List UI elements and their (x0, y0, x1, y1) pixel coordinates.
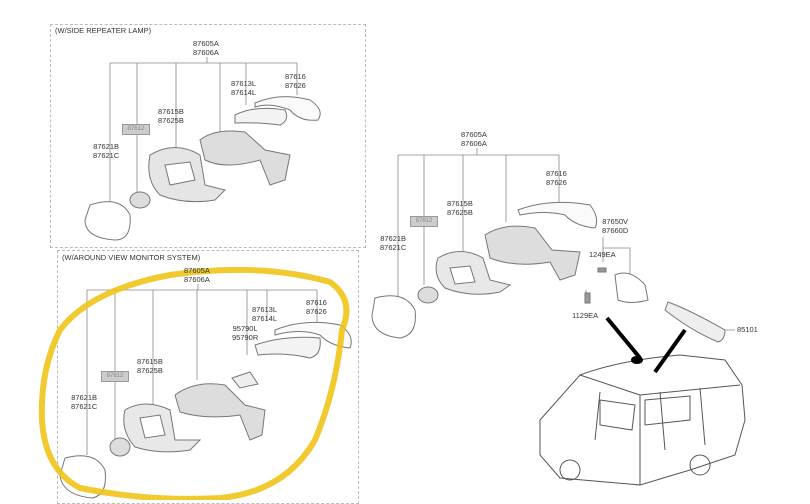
label-actuator-tag[interactable]: 87612 (410, 216, 438, 227)
label-cover[interactable]: 87616 87626 (285, 72, 306, 90)
label-assembly[interactable]: 87605A 87606A (184, 266, 210, 284)
label-cover[interactable]: 87616 87626 (306, 298, 327, 316)
panel2-parts (59, 321, 352, 499)
highlight-circle (38, 266, 350, 500)
label-screw-1129ea[interactable]: 1129EA (572, 311, 599, 320)
label-glass[interactable]: 87621B 87621C (71, 393, 98, 411)
repeater-lamp (254, 336, 321, 359)
screw (597, 267, 607, 273)
main-parts (371, 201, 726, 343)
cover-inner (614, 272, 649, 303)
inside-mirror (664, 301, 726, 343)
label-assembly[interactable]: 87605A 87606A (193, 39, 219, 57)
label-housing[interactable]: 87615B 87625B (447, 199, 473, 217)
label-cover[interactable]: 87616 87626 (546, 169, 567, 187)
label-actuator-tag[interactable]: 87612 (122, 124, 150, 135)
mirror-location-marker (631, 356, 643, 364)
label-repeater-lamp[interactable]: 87613L 87614L (252, 305, 278, 323)
mirror-body (199, 130, 291, 186)
actuator (129, 191, 151, 209)
screw (584, 292, 591, 304)
side-repeater-title: (W/SIDE REPEATER LAMP) (55, 26, 152, 35)
mirror-glass (371, 295, 416, 339)
label-repeater-lamp[interactable]: 87613L 87614L (231, 79, 257, 97)
vehicle-illustration (539, 354, 746, 486)
label-inside-mirror[interactable]: 85101 (737, 325, 758, 334)
label-housing[interactable]: 87615B 87625B (137, 357, 163, 375)
mirror-cover (274, 321, 352, 349)
label-glass[interactable]: 87621B 87621C (93, 142, 120, 160)
mirror-cover (254, 96, 321, 121)
callout-arrows (605, 316, 687, 374)
actuator (417, 286, 439, 304)
around-view-title: (W/AROUND VIEW MONITOR SYSTEM) (62, 253, 201, 262)
repeater-lamp (234, 107, 288, 126)
label-cover-inner[interactable]: 87650V 87660D (602, 217, 629, 235)
camera (231, 371, 259, 389)
actuator (109, 437, 131, 457)
mirror-body (484, 225, 581, 281)
label-screw-1249ea[interactable]: 1249EA (589, 250, 616, 259)
label-assembly[interactable]: 87605A 87606A (461, 130, 487, 148)
label-glass[interactable]: 87621B 87621C (380, 234, 407, 252)
side-repeater-panel (50, 24, 366, 248)
label-housing[interactable]: 87615B 87625B (158, 107, 184, 125)
panel1-parts (84, 96, 321, 241)
mirror-cover (517, 201, 598, 229)
mirror-glass (84, 201, 131, 241)
mirror-body (174, 383, 266, 441)
label-actuator-tag[interactable]: 87612 (101, 371, 129, 382)
label-camera[interactable]: 95790L 95790R (232, 324, 259, 342)
